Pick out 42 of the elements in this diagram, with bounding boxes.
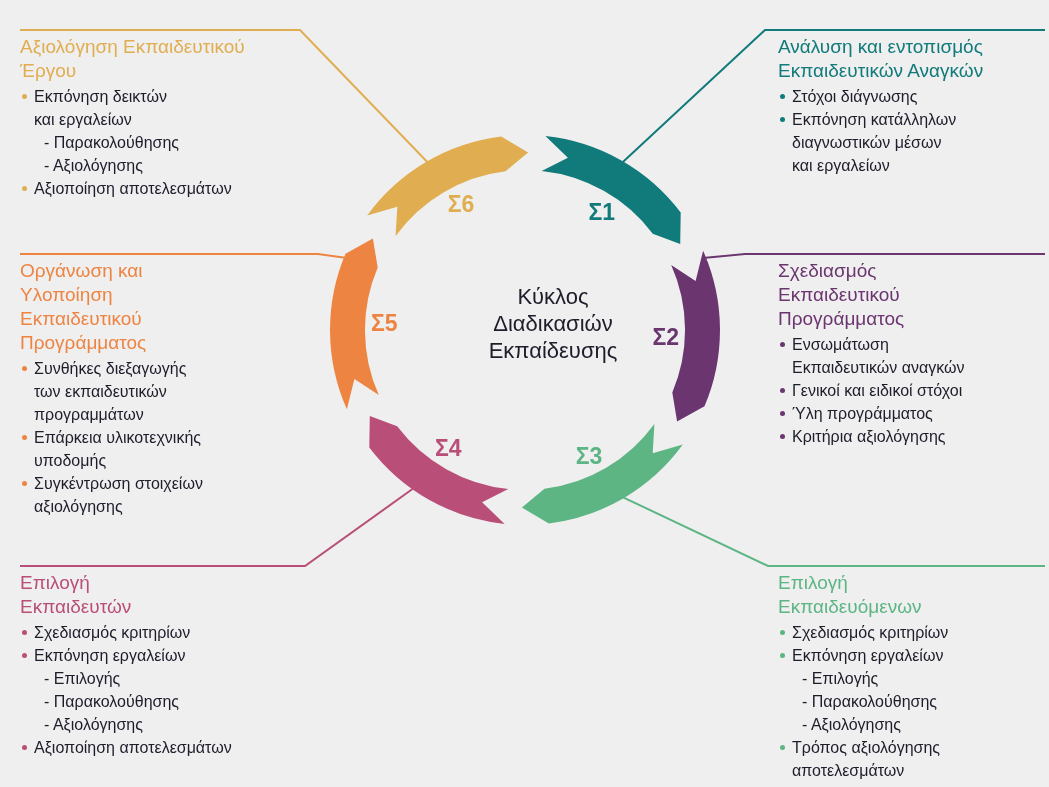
- step-label: Σ6: [447, 191, 475, 218]
- bullet-item: Σχεδιασμός κριτηρίων: [778, 621, 1032, 644]
- cycle-title: Κύκλος Διαδικασιών Εκπαίδευσης: [487, 283, 619, 364]
- sub-item: - Αξιολόγησης: [801, 715, 902, 735]
- bullet-item: Εκπόνηση εργαλείων: [778, 644, 1032, 667]
- leader-line: [620, 29, 1046, 165]
- sub-item: - Επιλογής: [801, 669, 880, 689]
- bullet-item: Εκπόνηση δεικτών και εργαλείων: [20, 85, 174, 131]
- sub-item: - Αξιολόγησης: [43, 156, 144, 176]
- leader-line: [620, 495, 1046, 567]
- panel-heading: Ανάλυση και εντοπισμός Εκπαιδευτικών Αναγκών: [778, 35, 985, 83]
- sub-item: - Επιλογής: [43, 669, 122, 689]
- step-label: Σ3: [575, 442, 603, 469]
- sub-item: - Παρακολούθησης: [801, 692, 938, 712]
- step-label: Σ1: [588, 198, 616, 225]
- leader-line: [19, 29, 430, 165]
- sub-item: - Αξιολόγησης: [43, 715, 144, 735]
- step-label: Σ4: [434, 435, 462, 462]
- step-label: Σ2: [652, 324, 680, 351]
- bullet-item: Ύλη προγράμματος: [778, 402, 988, 425]
- bullet-item: Ενσωμάτωση Εκπαιδευτικών αναγκών: [778, 333, 988, 379]
- bullet-item: Στόχοι διάγνωσης: [778, 85, 959, 108]
- sub-item: - Παρακολούθησης: [43, 133, 180, 153]
- bullet-item: Γενικοί και ειδικοί στόχοι: [778, 379, 988, 402]
- bullet-item: Σχεδιασμός κριτηρίων: [20, 621, 304, 644]
- bullet-item: Συνθήκες διεξαγωγής των εκπαιδευτικών προγραμμάτων: [20, 357, 206, 426]
- bullet-item: Συγκέντρωση στοιχείων αξιολόγησης: [20, 472, 206, 518]
- bullet-item: Αξιοποίηση αποτελεσμάτων: [20, 736, 304, 759]
- panel-heading: Επιλογή Εκπαιδευόμενων: [778, 571, 923, 619]
- leader-line: [19, 486, 416, 567]
- panel-heading: Σχεδιασμός Εκπαιδευτικού Προγράμματος: [778, 259, 906, 331]
- panel-heading: Οργάνωση και Υλοποίηση Εκπαιδευτικού Προγράμματος: [20, 259, 148, 355]
- bullet-item: Τρόπος αξιολόγησης αποτελεσμάτων: [778, 736, 1032, 782]
- bullet-item: Επάρκεια υλικοτεχνικής υποδομής: [20, 426, 206, 472]
- bullet-item: Εκπόνηση εργαλείων: [20, 644, 304, 667]
- bullet-item: Κριτήρια αξιολόγησης: [778, 425, 988, 448]
- bullet-item: Εκπόνηση κατάλληλων διαγνωστικών μέσων και εργαλείων: [778, 108, 959, 177]
- panel-heading: Επιλογή Εκπαιδευτών: [20, 571, 133, 619]
- sub-item: - Παρακολούθησης: [43, 692, 180, 712]
- bullet-item: Αξιοποίηση αποτελεσμάτων: [20, 177, 274, 200]
- step-label: Σ5: [370, 309, 398, 336]
- panel-heading: Αξιολόγηση Εκπαιδευτικού Έργου: [20, 35, 246, 83]
